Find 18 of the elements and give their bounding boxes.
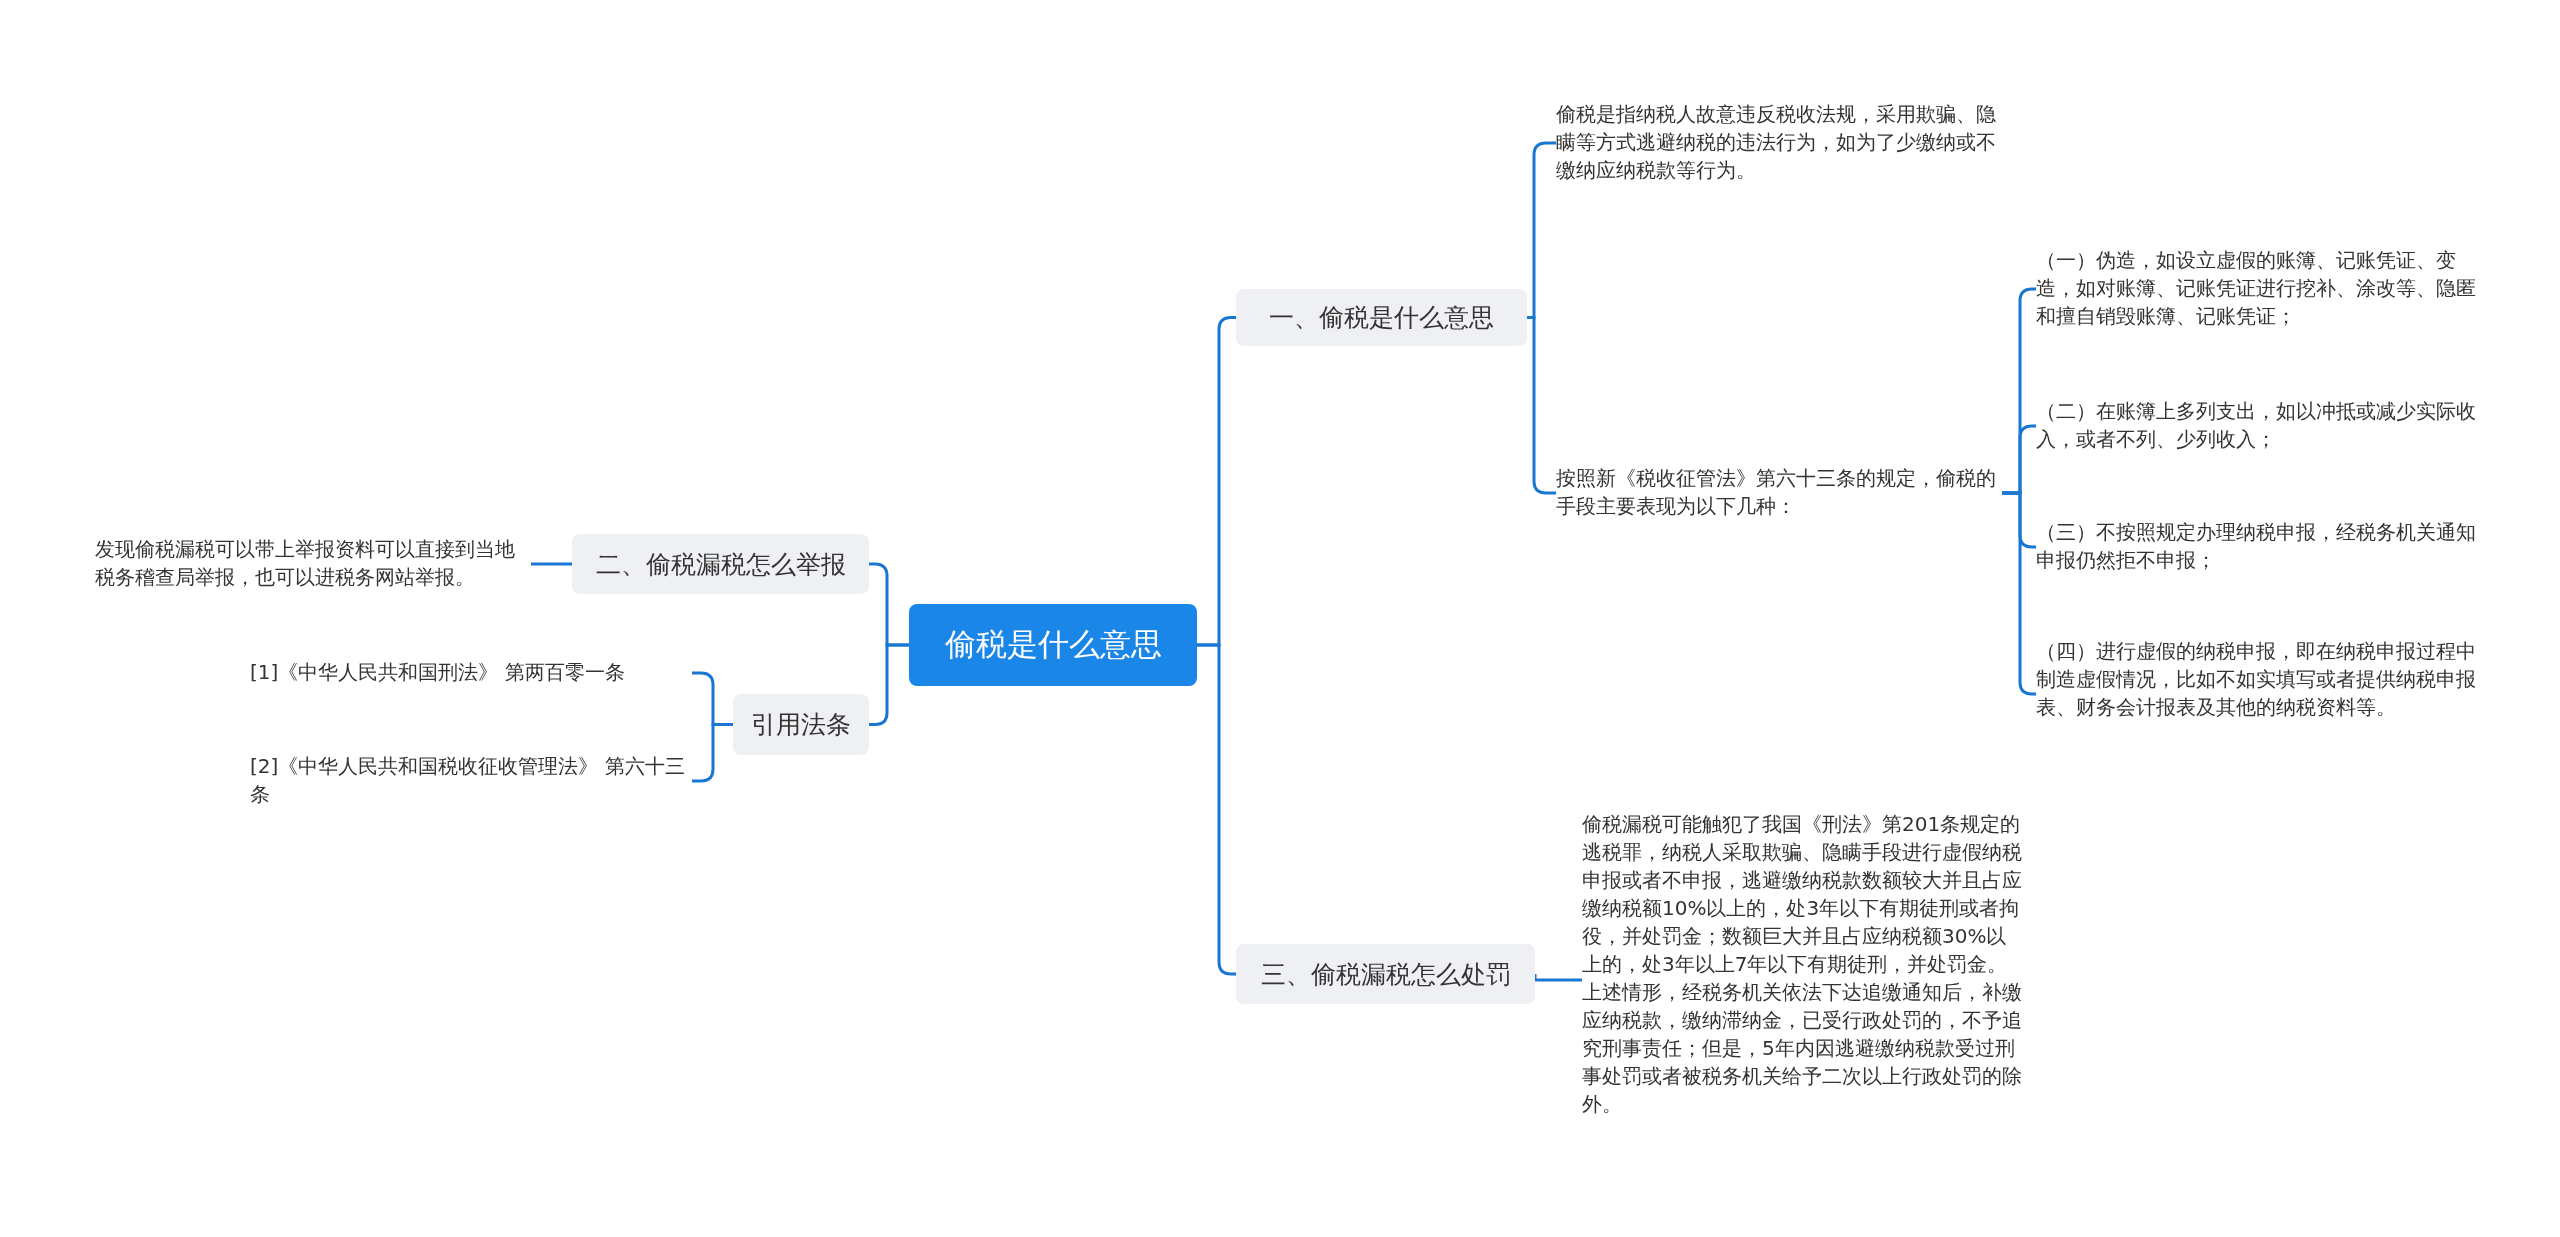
topic-box: 二、偷税漏税怎么举报 [572,534,869,594]
note-text: 偷税是指纳税人故意违反税收法规，采用欺骗、隐瞒等方式逃避纳税的违法行为，如为了少缴纳或不缴纳应纳税款等行为。 [1556,100,2002,186]
note-text: （一）伪造，如设立虚假的账簿、记账凭证、变造，如对账簿、记账凭证进行挖补、涂改等、隐匿和擅自销毁账簿、记账凭证； [2036,246,2482,332]
topic-box: 三、偷税漏税怎么处罚 [1236,944,1535,1004]
note-text: 偷税漏税可能触犯了我国《刑法》第201条规定的逃税罪，纳税人采取欺骗、隐瞒手段进行虚假纳税申报或者不申报，逃避缴纳税款数额较大并且占应缴纳税额10%以上的，处3年以下有期徒刑或者拘役，并处罚金；数额巨大并且占应纳税额30%以上的，处3年以上7年以下有期徒刑，并处罚金。上述情形，经税务机关依法下达追缴通知后，补缴应纳税款，缴纳滞纳金，已受行政处罚的，不予追究刑事责任；但是，5年内因逃避缴纳税款受过刑事处罚或者被税务机关给予二次以上行政处罚的除外。 [1582,810,2022,1150]
note-text: （二）在账簿上多列支出，如以冲抵或减少实际收入，或者不列、少列收入； [2036,397,2482,455]
note-text: [2]《中华人民共和国税收征收管理法》 第六十三条 [250,752,692,810]
connector-line [1533,974,1582,982]
note-text: （三）不按照规定办理纳税申报，经税务机关通知申报仍然拒不申报； [2036,518,2482,576]
topic-box: 一、偷税是什么意思 [1236,289,1527,346]
note-text: （四）进行虚假的纳税申报，即在纳税申报过程中制造虚假情况，比如不如实填写或者提供纳税申报表、财务会计报表及其他的纳税资料等。 [2036,637,2482,751]
topic-box: 引用法条 [733,694,869,755]
note-text: [1]《中华人民共和国刑法》 第两百零一条 [250,658,692,688]
connector-line [531,562,572,566]
central-topic-box: 偷税是什么意思 [909,604,1197,686]
note-text: 按照新《税收征管法》第六十三条的规定，偷税的手段主要表现为以下几种： [1556,464,2002,522]
connector-line [869,643,909,726]
note-text: 发现偷税漏税可以带上举报资料可以直接到当地税务稽查局举报，也可以进税务网站举报。 [95,535,531,593]
